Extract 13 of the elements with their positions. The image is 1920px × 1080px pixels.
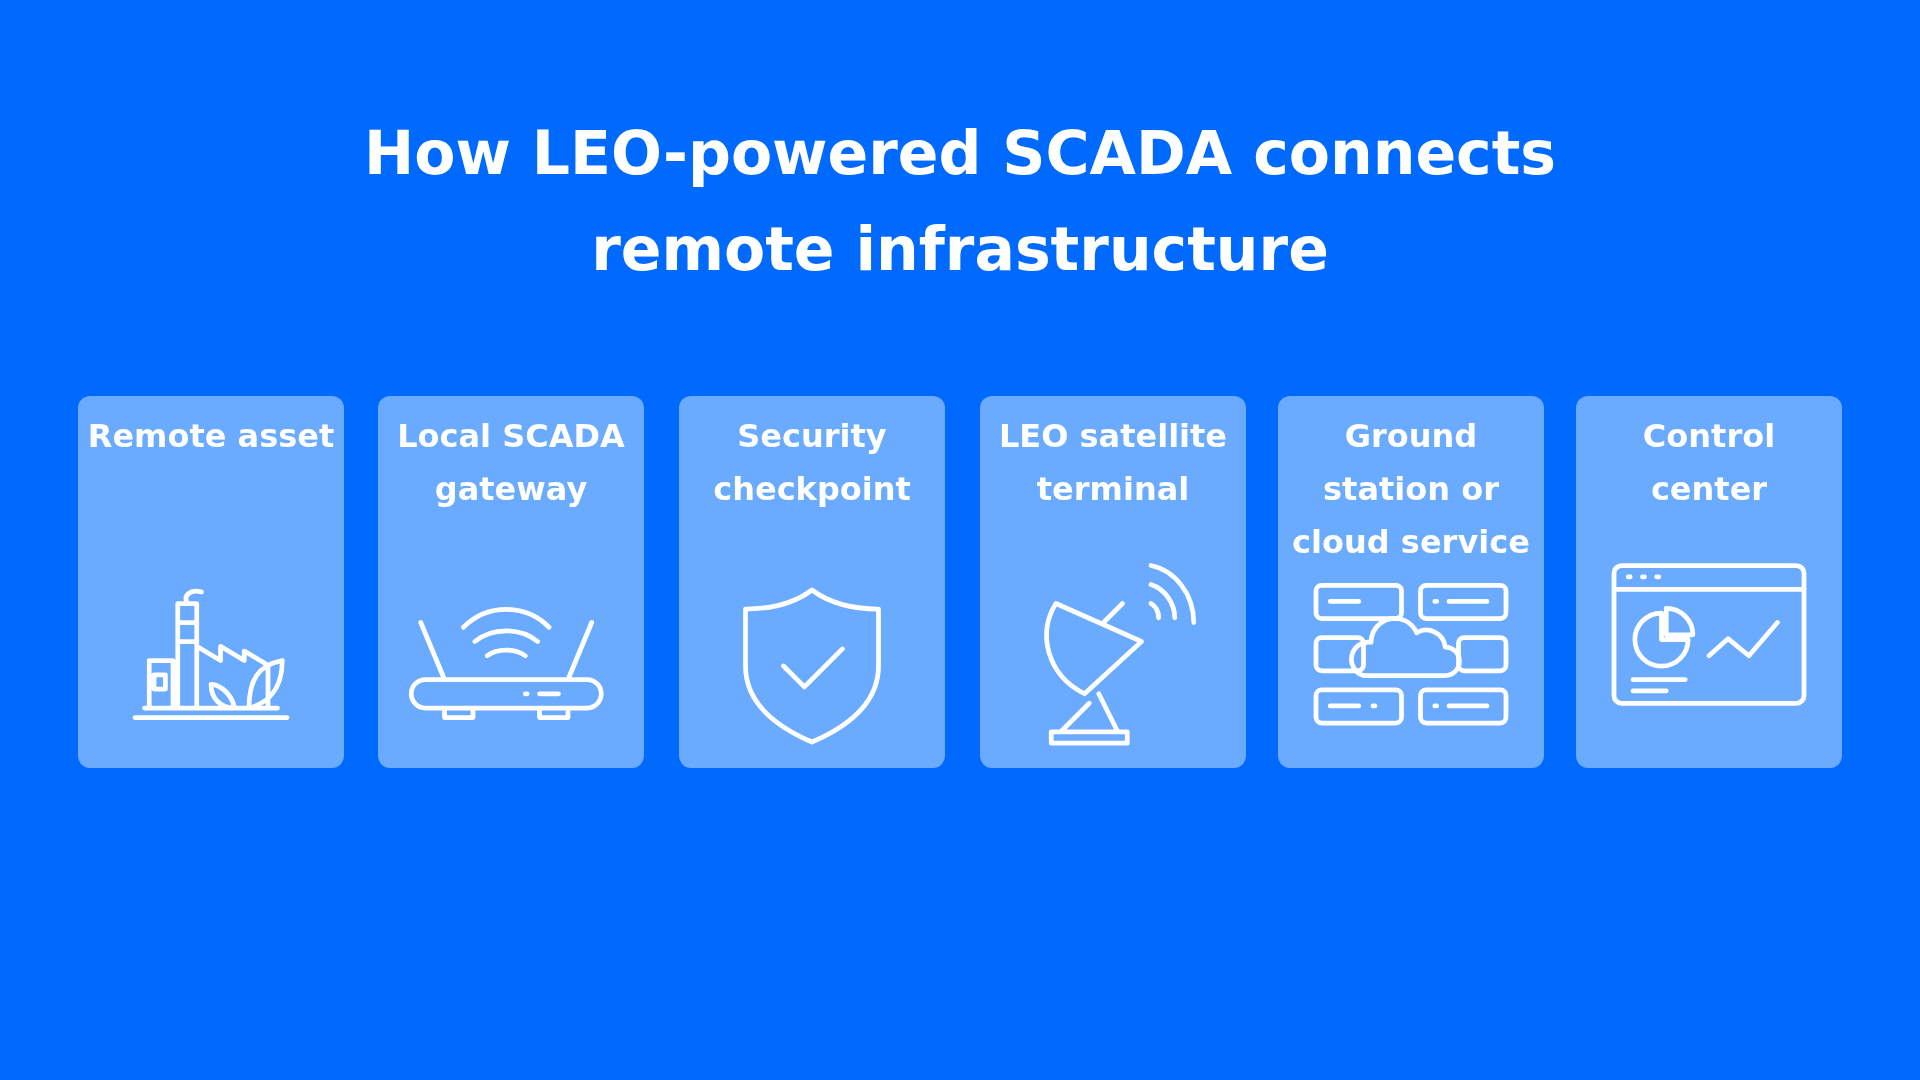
step-card [378, 396, 644, 768]
card-title: Control center [1641, 416, 1777, 510]
card-title: Security checkpoint [712, 416, 912, 510]
step-card [1278, 396, 1544, 768]
step-card [1576, 396, 1842, 768]
title: How LEO-powered SCADA connects remote infrastructure [362, 117, 1558, 286]
step-card [679, 396, 945, 768]
card-title: Ground station or cloud service [1291, 416, 1531, 563]
card-title: Local SCADA gateway [396, 416, 626, 510]
card-title: LEO satellite terminal [997, 416, 1229, 510]
card-title: Remote asset [86, 416, 336, 457]
step-card [980, 396, 1246, 768]
step-card [78, 396, 344, 768]
